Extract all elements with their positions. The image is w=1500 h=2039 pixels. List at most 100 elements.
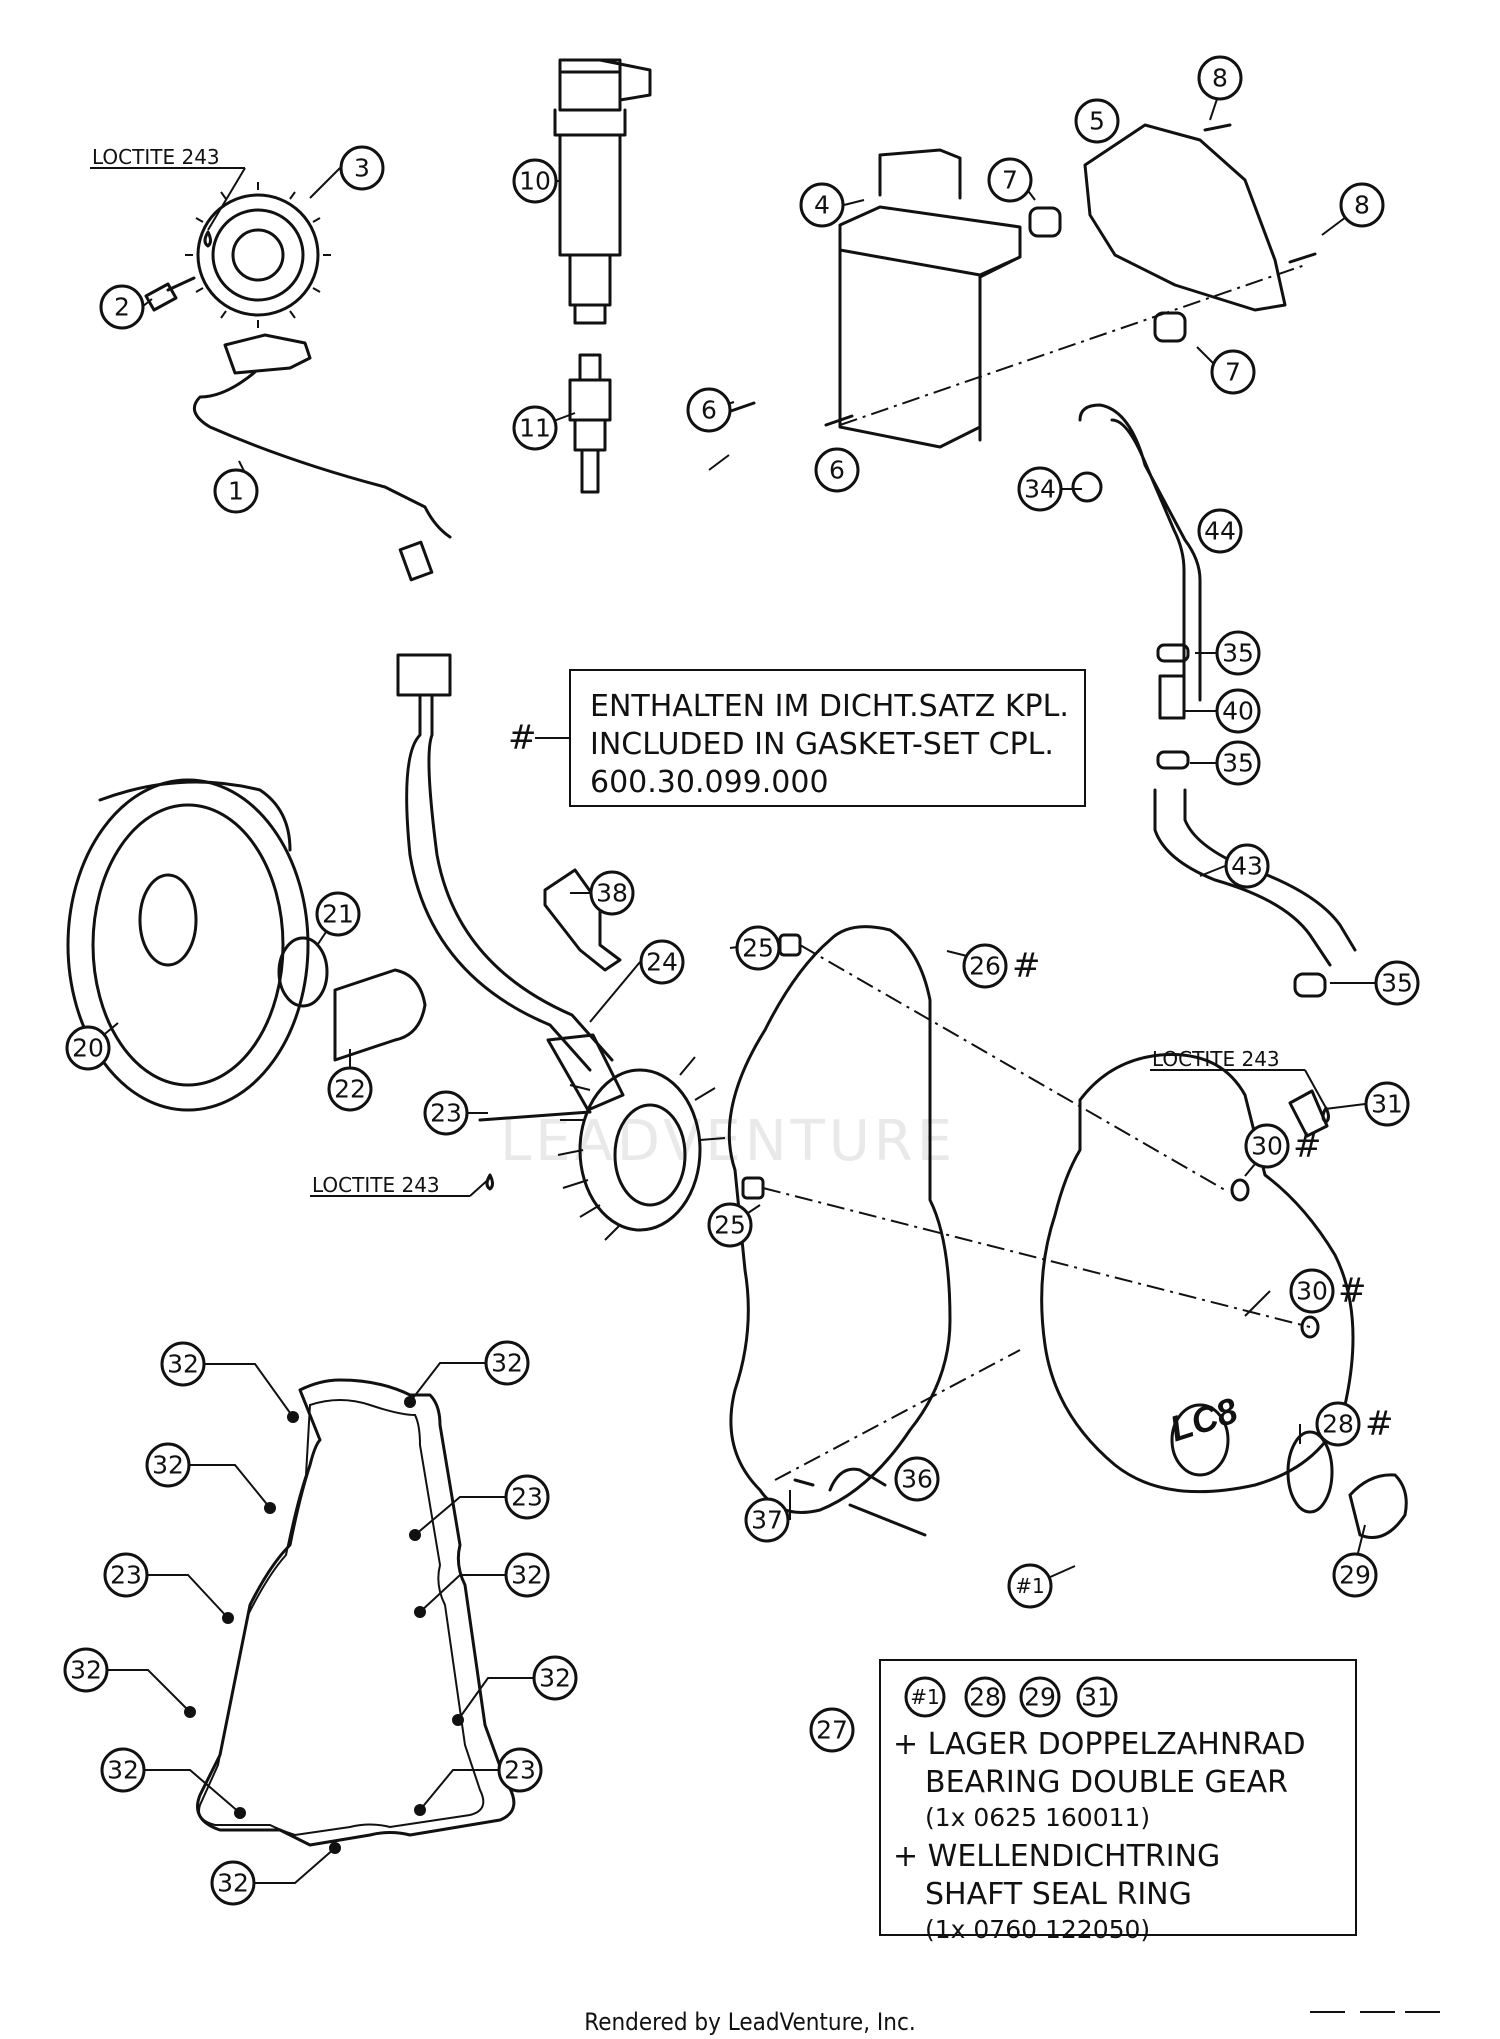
set-box-frame [879, 1659, 1357, 1936]
callout-30a[interactable]: 30 [1244, 1123, 1290, 1169]
gasket-note-line-2: INCLUDED IN GASKET-SET CPL. [590, 727, 1054, 762]
svg-text:6: 6 [701, 396, 717, 425]
plug-29-drawing [1348, 1473, 1408, 1539]
callout-10[interactable]: 10 [512, 158, 558, 204]
rubber-7-upper [1028, 206, 1062, 238]
screw-6-upper [726, 401, 756, 414]
callout-31[interactable]: 31 [1364, 1081, 1410, 1127]
svg-text:27: 27 [816, 1716, 848, 1745]
callout-22[interactable]: 22 [327, 1066, 373, 1112]
set-item-3: 29 [1024, 1683, 1056, 1712]
gasket-callout-6[interactable]: 32 [504, 1552, 550, 1598]
gasket-note-line-3: 600.30.099.000 [590, 765, 829, 800]
svg-text:36: 36 [901, 1465, 933, 1494]
callout-2[interactable]: 2 [99, 284, 145, 330]
gasket-callout-11[interactable]: 32 [210, 1860, 256, 1906]
sensor-connector-drawing [398, 540, 434, 582]
hash-30a: # [1293, 1126, 1322, 1166]
cdi-plug-drawing [878, 148, 962, 200]
callout-5[interactable]: 5 [1074, 98, 1120, 144]
hash-26: # [1012, 946, 1041, 986]
svg-text:43: 43 [1231, 852, 1263, 881]
callout-21[interactable]: 21 [315, 891, 361, 937]
gasket-note-marker: # [508, 718, 537, 758]
callout-36[interactable]: 36 [894, 1456, 940, 1502]
svg-text:32: 32 [217, 1869, 249, 1898]
callout-23[interactable]: 23 [423, 1090, 469, 1136]
screws-8 [1203, 123, 1317, 264]
callout-35c[interactable]: 35 [1374, 960, 1420, 1006]
callout-35b[interactable]: 35 [1215, 740, 1261, 786]
svg-text:23: 23 [430, 1099, 462, 1128]
stator-grommet-drawing [546, 1033, 625, 1112]
gasket-callout-5[interactable]: 23 [103, 1552, 149, 1598]
callout-25b[interactable]: 25 [707, 1202, 753, 1248]
svg-text:32: 32 [167, 1350, 199, 1379]
callout-6a[interactable]: 6 [686, 387, 732, 433]
callout-8a[interactable]: 8 [1197, 55, 1243, 101]
callout-29[interactable]: 29 [1332, 1552, 1378, 1598]
nut-22-drawing [333, 968, 427, 1062]
callout-38[interactable]: 38 [589, 870, 635, 916]
callout-8b[interactable]: 8 [1339, 182, 1385, 228]
callout-24[interactable]: 24 [639, 939, 685, 985]
gasket-callout-7[interactable]: 32 [63, 1647, 109, 1693]
callout-hash-1[interactable]: #1 [1007, 1563, 1053, 1609]
gasket-callout-10[interactable]: 23 [497, 1747, 543, 1793]
gasket-callout-8[interactable]: 32 [532, 1655, 578, 1701]
callout-30b[interactable]: 30 [1289, 1268, 1335, 1314]
callout-4[interactable]: 4 [799, 182, 845, 228]
svg-text:31: 31 [1371, 1090, 1403, 1119]
flywheel-outer [66, 778, 310, 1112]
svg-text:7: 7 [1002, 166, 1018, 195]
svg-text:30: 30 [1251, 1132, 1283, 1161]
svg-text:37: 37 [751, 1506, 783, 1535]
gasket-callout-4[interactable]: 23 [504, 1474, 550, 1520]
callout-11[interactable]: 11 [512, 405, 558, 451]
gasket-note-line-1: ENTHALTEN IM DICHT.SATZ KPL. [590, 689, 1069, 724]
gasket-callout-2[interactable]: 32 [484, 1340, 530, 1386]
callout-28[interactable]: 28 [1315, 1401, 1361, 1447]
sensor-cable-drawing [192, 370, 452, 539]
callouts: 1 2 3 4 5 6 6 7 7 8 8 10 11 20 21 22 23 … [63, 55, 1420, 1906]
gasket-callout-9[interactable]: 32 [100, 1747, 146, 1793]
screw-23-drawing [478, 1110, 592, 1122]
callout-3[interactable]: 3 [339, 145, 385, 191]
gasket-callout-3[interactable]: 32 [145, 1442, 191, 1488]
loctite-label-1: LOCTITE 243 [92, 145, 220, 169]
svg-text:26: 26 [969, 952, 1001, 981]
set-line-1: + LAGER DOPPELZAHNRAD [893, 1727, 1306, 1762]
callout-35a[interactable]: 35 [1215, 630, 1261, 676]
callout-40[interactable]: 40 [1215, 688, 1261, 734]
oring-28-drawing [1286, 1430, 1334, 1514]
coil-body-drawing [553, 108, 627, 325]
svg-text:2: 2 [114, 293, 130, 322]
set-item-2: 28 [969, 1683, 1001, 1712]
svg-text:10: 10 [519, 167, 551, 196]
svg-text:5: 5 [1089, 107, 1105, 136]
callout-26[interactable]: 26 [962, 943, 1008, 989]
callout-44[interactable]: 44 [1197, 508, 1243, 554]
set-item-4: 31 [1081, 1683, 1113, 1712]
svg-text:29: 29 [1339, 1561, 1371, 1590]
gasket-callout-1[interactable]: 32 [160, 1341, 206, 1387]
set-line-3: (1x 0625 160011) [925, 1803, 1150, 1832]
callout-7b[interactable]: 7 [1210, 349, 1256, 395]
callout-43[interactable]: 43 [1224, 843, 1270, 889]
crank-sensor-group: LOCTITE 243 [90, 145, 452, 582]
callout-25a[interactable]: 25 [735, 925, 781, 971]
svg-text:34: 34 [1024, 475, 1056, 504]
callout-20[interactable]: 20 [65, 1025, 111, 1071]
loctite-label-3: LOCTITE 243 [312, 1173, 440, 1197]
callout-1[interactable]: 1 [213, 468, 259, 514]
callout-37[interactable]: 37 [744, 1497, 790, 1543]
callout-6b[interactable]: 6 [814, 447, 860, 493]
hash-28: # [1365, 1404, 1394, 1444]
svg-text:8: 8 [1354, 191, 1370, 220]
set-line-5: SHAFT SEAL RING [925, 1877, 1192, 1912]
callout-34[interactable]: 34 [1017, 466, 1063, 512]
svg-text:44: 44 [1204, 517, 1236, 546]
callout-7a[interactable]: 7 [987, 157, 1033, 203]
callout-27[interactable]: 27 [809, 1707, 855, 1753]
